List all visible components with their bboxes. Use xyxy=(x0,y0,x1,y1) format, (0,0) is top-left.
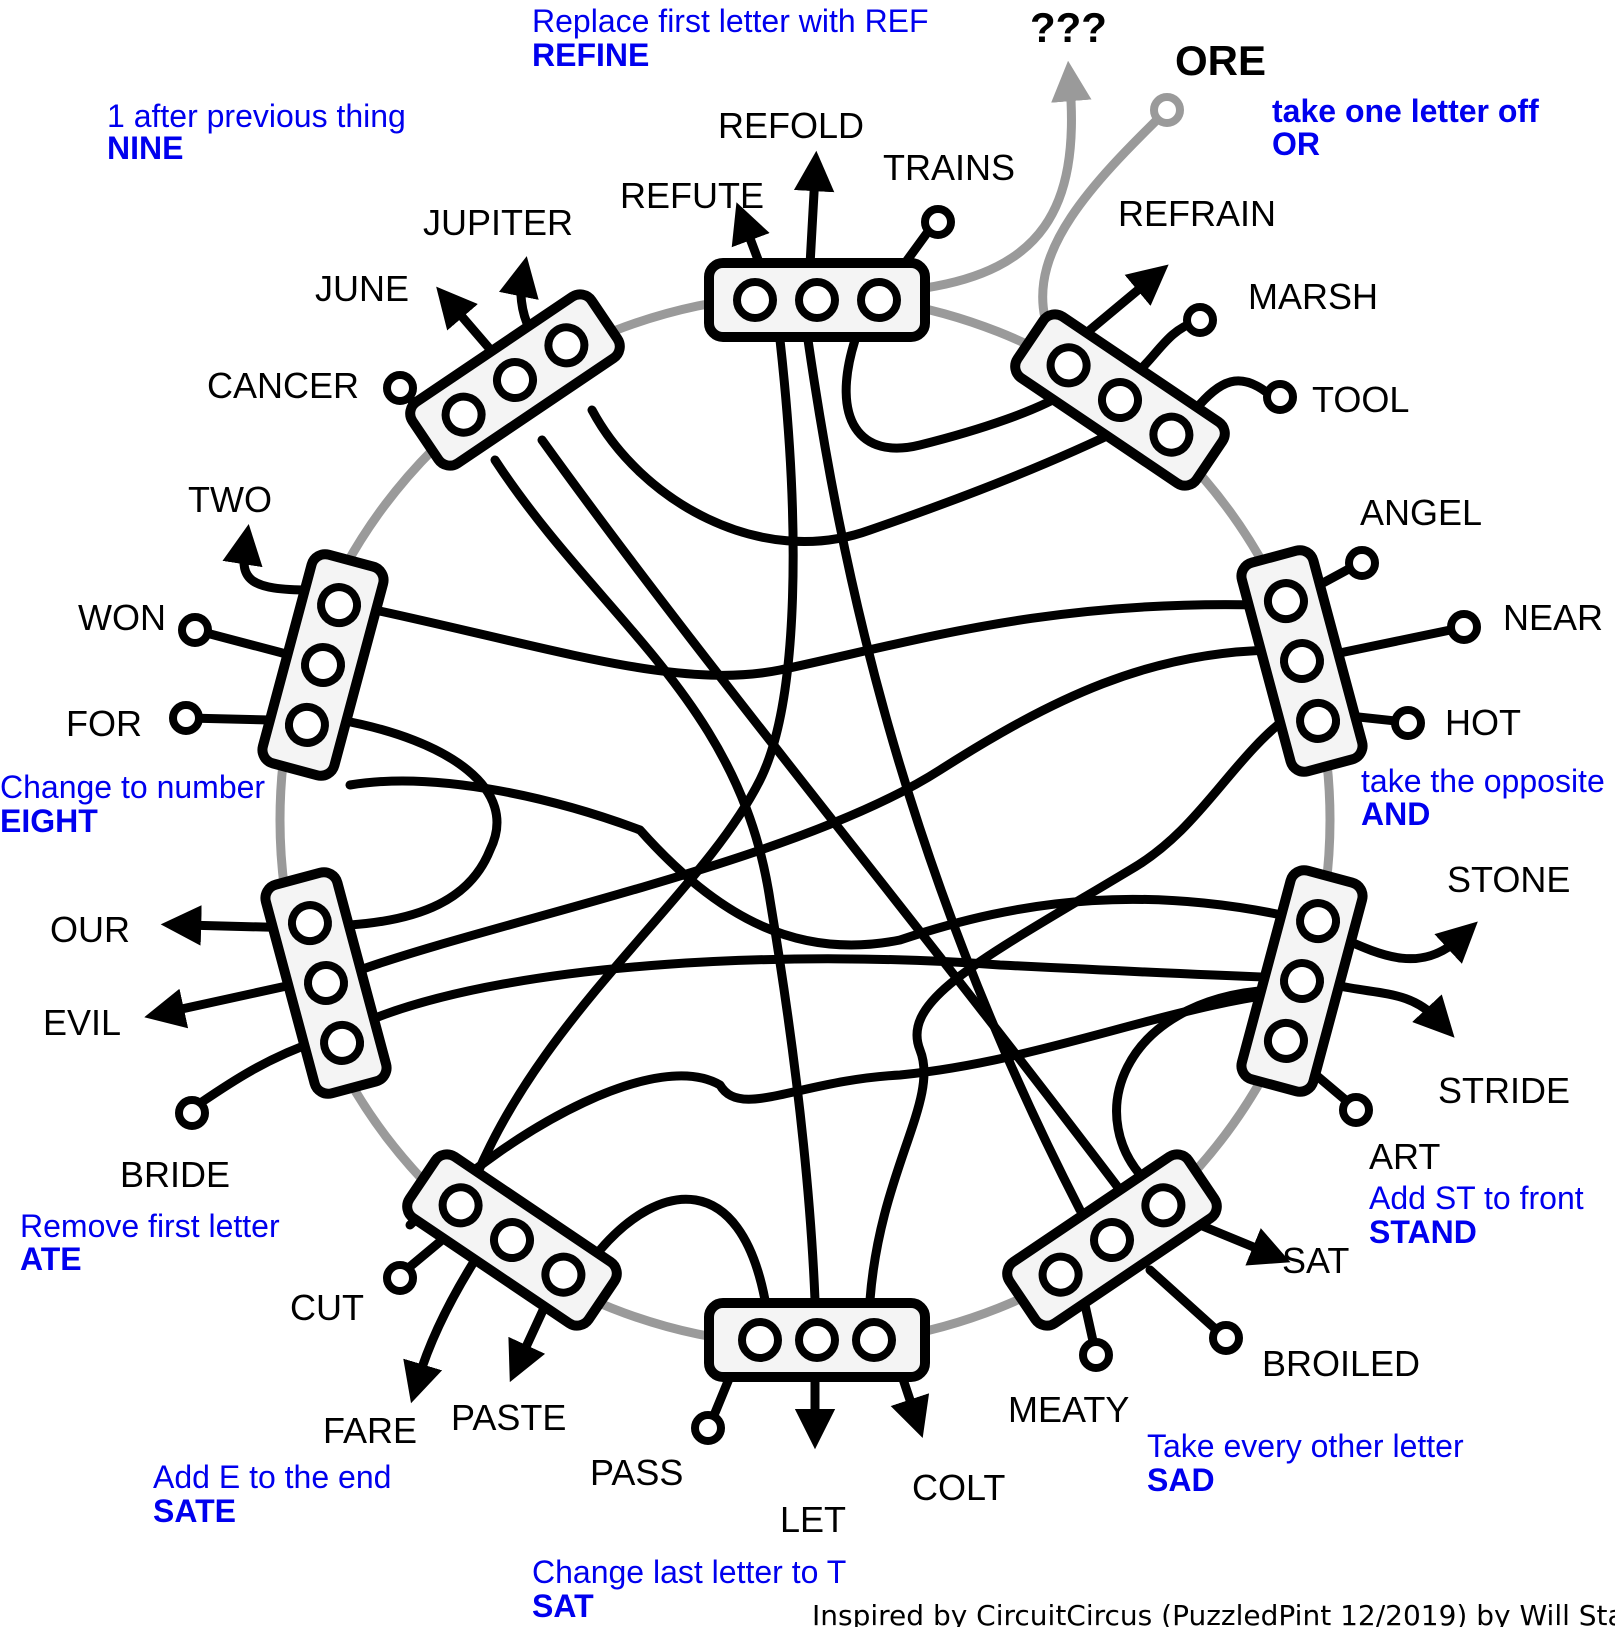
note-top-rule: Replace first letter with REF xyxy=(532,3,929,39)
ore-terminal xyxy=(1150,93,1184,127)
word-two: TWO xyxy=(188,479,272,520)
word-let: LET xyxy=(780,1499,846,1540)
chip-left-upper xyxy=(257,549,389,781)
chip-left-lower xyxy=(260,867,392,1099)
word-refute: REFUTE xyxy=(620,175,764,216)
word-sat: SAT xyxy=(1282,1240,1349,1281)
note-lower-right-result: SAD xyxy=(1147,1462,1215,1498)
chip-lower-right xyxy=(1002,1149,1222,1331)
word-june: JUNE xyxy=(315,268,409,309)
note-bottom-left-rule: Remove first letter xyxy=(20,1208,280,1244)
note-top-result: REFINE xyxy=(532,37,649,73)
terminal-dots xyxy=(169,205,1481,1445)
word-fare: FARE xyxy=(323,1410,417,1451)
word-near: NEAR xyxy=(1503,597,1603,638)
annotation-notes: Replace first letter with REF REFINE 1 a… xyxy=(0,3,1605,1624)
note-left-result: EIGHT xyxy=(0,803,98,839)
word-stone: STONE xyxy=(1447,859,1570,900)
output-wire-question xyxy=(920,60,1092,293)
word-marsh: MARSH xyxy=(1248,276,1378,317)
chip-upper-right xyxy=(1010,309,1230,491)
word-cut: CUT xyxy=(290,1287,364,1328)
note-lower-left-result: SATE xyxy=(153,1493,236,1529)
word-trains: TRAINS xyxy=(883,147,1015,188)
word-hot: HOT xyxy=(1445,702,1521,743)
note-left-rule: Change to number xyxy=(0,769,265,805)
note-bottom-rule: Change last letter to T xyxy=(532,1554,846,1590)
word-pass: PASS xyxy=(590,1452,683,1493)
word-stride: STRIDE xyxy=(1438,1070,1570,1111)
answer-label: ORE xyxy=(1175,37,1266,84)
word-for: FOR xyxy=(66,703,142,744)
word-refrain: REFRAIN xyxy=(1118,193,1276,234)
note-right-result: AND xyxy=(1361,796,1430,832)
word-colt: COLT xyxy=(912,1467,1005,1508)
word-won: WON xyxy=(78,597,166,638)
note-bottom-right-result: STAND xyxy=(1369,1214,1477,1250)
word-labels: REFOLD TRAINS REFUTE JUPITER JUNE CANCER… xyxy=(43,105,1603,1540)
word-broiled: BROILED xyxy=(1262,1343,1420,1384)
note-top-right-rule: take one letter off xyxy=(1272,93,1539,129)
question-label: ??? xyxy=(1030,4,1107,51)
output-wire-ore xyxy=(1038,107,1170,323)
word-tool: TOOL xyxy=(1312,379,1409,420)
chip-bottom xyxy=(704,1298,930,1382)
note-right-rule: take the opposite xyxy=(1361,763,1605,799)
note-top-right-result: OR xyxy=(1272,126,1320,162)
note-bottom-right-rule: Add ST to front xyxy=(1369,1180,1584,1216)
chip-right-upper xyxy=(1236,545,1368,777)
credit-line: Inspired by CircuitCircus (PuzzledPint 1… xyxy=(812,1599,1615,1627)
word-angel: ANGEL xyxy=(1360,492,1482,533)
chip-right-lower xyxy=(1236,865,1368,1097)
word-refold: REFOLD xyxy=(718,105,864,146)
note-lower-right-rule: Take every other letter xyxy=(1147,1428,1464,1464)
word-meaty: MEATY xyxy=(1008,1389,1129,1430)
terminal-wires xyxy=(144,150,1478,1450)
word-jupiter: JUPITER xyxy=(423,202,573,243)
note-top-left-rule: 1 after previous thing xyxy=(107,98,406,134)
internal-wires xyxy=(335,335,1330,1305)
note-bottom-left-result: ATE xyxy=(20,1241,82,1277)
note-bottom-result: SAT xyxy=(532,1588,594,1624)
word-bride: BRIDE xyxy=(120,1154,230,1195)
chip-top xyxy=(704,258,930,342)
word-cancer: CANCER xyxy=(207,365,359,406)
word-evil: EVIL xyxy=(43,1002,121,1043)
word-our: OUR xyxy=(50,909,130,950)
word-paste: PASTE xyxy=(451,1397,566,1438)
word-art: ART xyxy=(1369,1136,1440,1177)
note-top-left-result: NINE xyxy=(107,130,183,166)
note-lower-left-rule: Add E to the end xyxy=(153,1459,391,1495)
chip-upper-left xyxy=(405,289,625,471)
chip-lower-left xyxy=(402,1149,622,1331)
